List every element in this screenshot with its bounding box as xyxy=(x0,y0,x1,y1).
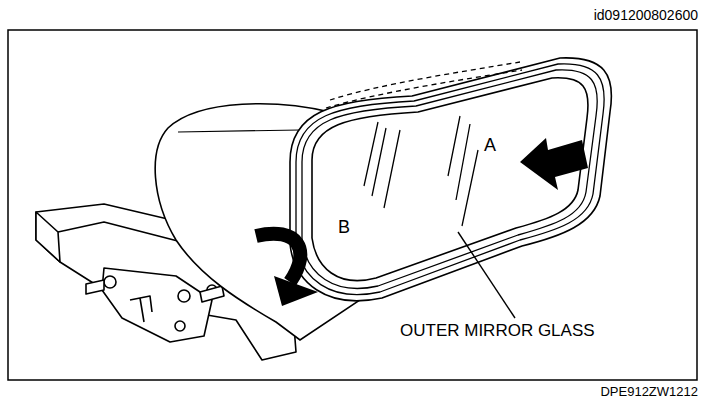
figure-code: DPE912ZW1212 xyxy=(600,385,698,398)
rotate-arrow xyxy=(256,234,318,306)
leader-line xyxy=(458,232,515,318)
push-arrow xyxy=(520,138,588,190)
part-name: OUTER MIRROR GLASS xyxy=(400,322,595,339)
callout-letter: B xyxy=(338,218,350,236)
drawing-id: id091200802600 xyxy=(594,8,698,22)
outer-mirror-glass xyxy=(290,58,611,301)
callout-letter: A xyxy=(484,136,496,154)
frame xyxy=(8,30,697,380)
glass-reflection xyxy=(364,116,478,226)
